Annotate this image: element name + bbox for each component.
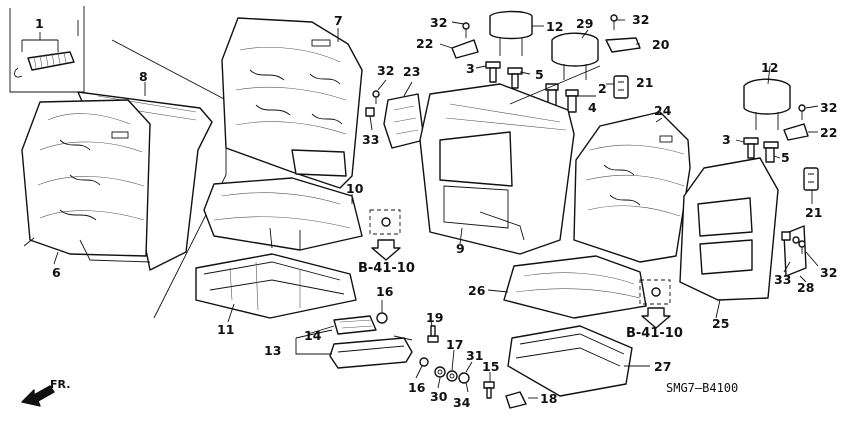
headrest-guides-right: [743, 137, 779, 163]
callout-25: 25: [712, 316, 729, 331]
cover-part-20: [605, 37, 641, 53]
center-seatback: [221, 17, 363, 189]
callout-21: 21: [805, 205, 822, 220]
right-seatback-frame: [679, 157, 779, 301]
callout-21: 21: [636, 75, 653, 90]
callout-3: 3: [466, 61, 475, 76]
callouts: 1 2 3 3 4 5 5 6 7 8 9 10 11 12 12 13 14 …: [35, 12, 837, 410]
fasteners: [365, 14, 806, 254]
hardware-parts: [376, 312, 527, 409]
callout-17: 17: [446, 337, 463, 352]
callout-20: 20: [652, 37, 670, 52]
leader-lines: [53, 19, 819, 399]
callout-12: 12: [761, 60, 778, 75]
seat-cushion-upper: [203, 177, 363, 251]
callout-12: 12: [546, 19, 563, 34]
headrest-center-left: [489, 10, 533, 56]
cover-part-22-right: [783, 123, 809, 141]
callout-22: 22: [416, 36, 433, 51]
ref-label-right: B-41-10: [626, 326, 683, 341]
seat-clip-part: [14, 51, 75, 78]
clip-inset: [9, 6, 85, 93]
callout-7: 7: [334, 13, 343, 28]
callout-15: 15: [482, 359, 499, 374]
callout-34: 34: [453, 395, 471, 410]
callout-27: 27: [654, 359, 671, 374]
headrest-right: [743, 78, 791, 130]
headrest-center: [551, 32, 599, 80]
ref-box-right: [639, 279, 671, 329]
callout-9: 9: [456, 241, 465, 256]
callout-5: 5: [535, 67, 544, 82]
callout-23: 23: [403, 64, 420, 79]
cover-part-22-left: [451, 39, 479, 59]
callout-30: 30: [430, 389, 448, 404]
callout-16: 16: [408, 380, 426, 395]
seat-cushion-right: [503, 255, 647, 319]
callout-32: 32: [820, 265, 837, 280]
lever-part-21-center: [613, 75, 629, 99]
seat-cushion-frame-right: [507, 325, 633, 397]
callout-32: 32: [632, 12, 649, 27]
front-label: FR.: [50, 378, 70, 391]
callout-6: 6: [52, 265, 61, 280]
callout-4: 4: [588, 100, 597, 115]
callout-8: 8: [139, 69, 148, 84]
callout-3: 3: [722, 132, 731, 147]
callout-33: 33: [774, 272, 791, 287]
ref-label-left: B-41-10: [358, 261, 415, 276]
callout-19: 19: [426, 310, 443, 325]
lever-part-21-right: [803, 167, 819, 191]
callout-2: 2: [598, 81, 607, 96]
callout-32: 32: [377, 63, 394, 78]
callout-22: 22: [820, 125, 837, 140]
callout-32: 32: [430, 15, 447, 30]
callout-11: 11: [217, 322, 234, 337]
callout-13: 13: [264, 343, 281, 358]
callout-5: 5: [781, 150, 790, 165]
armrest-assembly: [329, 315, 413, 369]
left-seatback-assembly: [21, 91, 213, 271]
callout-18: 18: [540, 391, 557, 406]
ref-box-left: [369, 209, 401, 261]
front-arrow: FR.: [21, 378, 70, 407]
callout-24: 24: [654, 103, 672, 118]
bracket-part-23: [383, 93, 425, 149]
callout-31: 31: [466, 348, 483, 363]
diagram-code: SMG7—B4100: [666, 381, 738, 395]
callout-16: 16: [376, 284, 394, 299]
right-seatback: [573, 111, 691, 263]
callout-28: 28: [797, 280, 814, 295]
callout-14: 14: [304, 328, 322, 343]
callout-26: 26: [468, 283, 486, 298]
seat-cushion-frame: [195, 253, 357, 319]
callout-10: 10: [346, 181, 364, 196]
callout-33: 33: [362, 132, 379, 147]
center-seatback-main: [419, 83, 575, 255]
callout-29: 29: [576, 16, 593, 31]
callout-1: 1: [35, 16, 44, 31]
callout-32: 32: [820, 100, 837, 115]
